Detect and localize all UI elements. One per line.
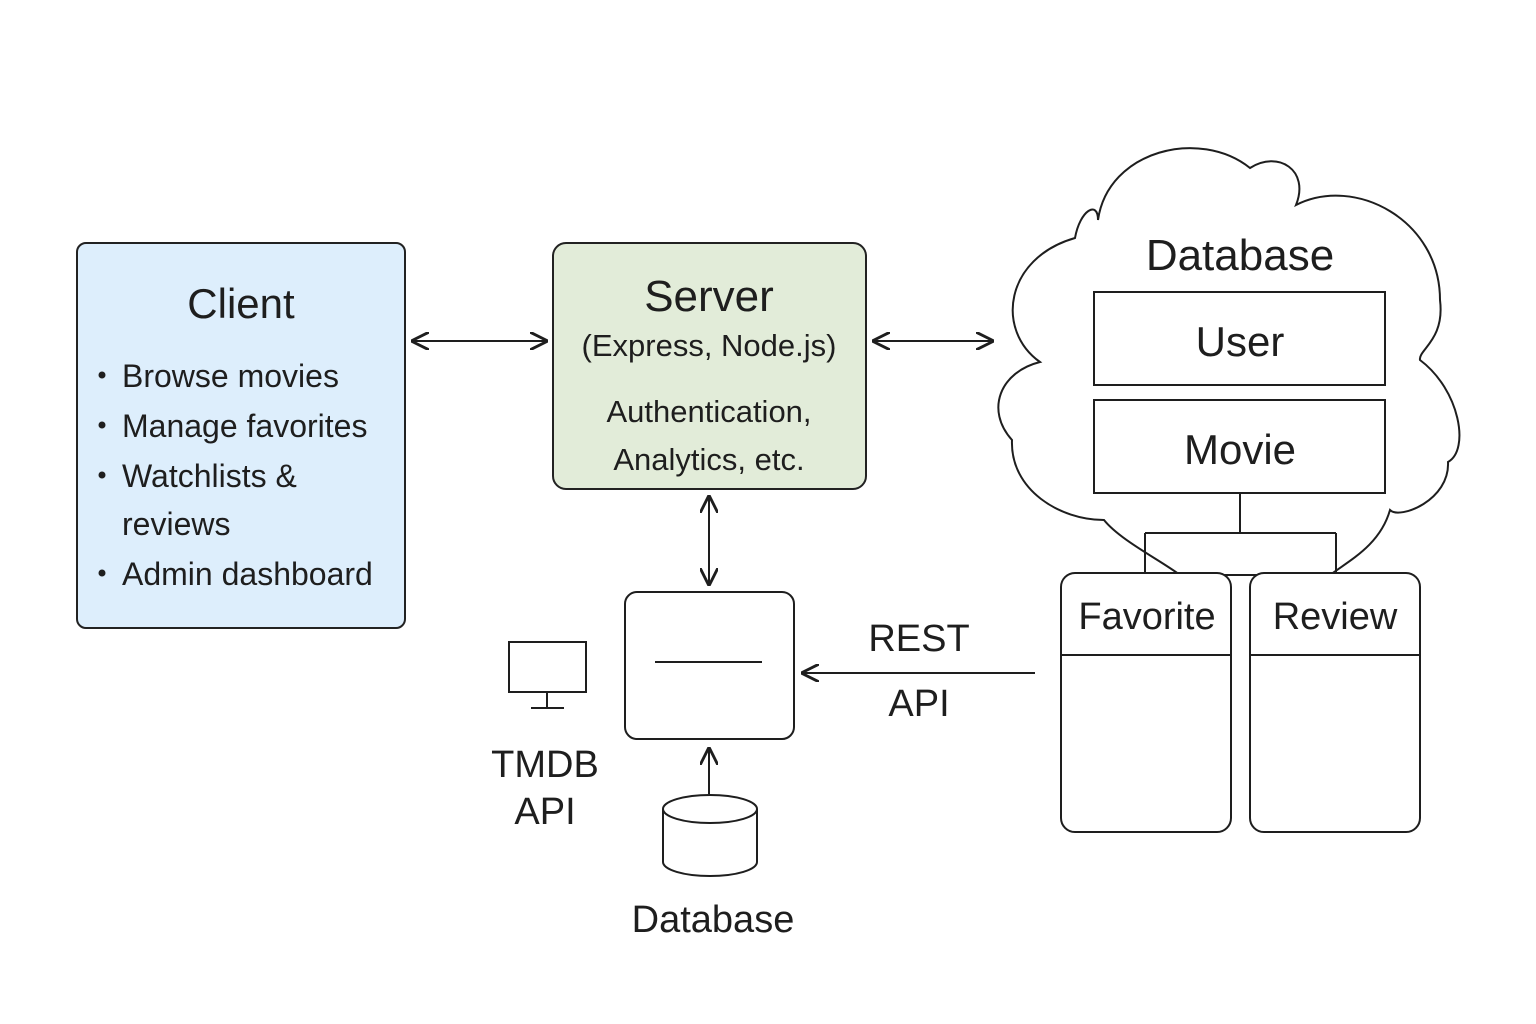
user-table-label: User <box>1196 318 1285 365</box>
bullet-icon <box>98 471 106 479</box>
movie-relations-connector <box>1144 493 1337 574</box>
rest-api-label-1: REST <box>868 618 969 660</box>
server-line-2: Analytics, etc. <box>613 442 804 477</box>
bullet-icon <box>98 421 106 429</box>
server-subtitle: (Express, Node.js) <box>582 328 837 363</box>
server-box: Server (Express, Node.js) Authentication… <box>552 242 867 490</box>
client-item-reviews: reviews <box>122 506 230 542</box>
client-box-bg <box>76 242 406 629</box>
rest-api-label-2: API <box>888 683 949 725</box>
cylinder-top <box>662 794 758 824</box>
client-item-admin: Admin dashboard <box>122 556 373 592</box>
favorite-table: Favorite <box>1060 572 1232 833</box>
client-item-browse: Browse movies <box>122 358 339 394</box>
client-item-watchlists: Watchlists & <box>122 458 297 494</box>
api-gateway-box <box>624 591 795 740</box>
tmdb-label-1: TMDB <box>491 744 599 786</box>
database-cylinder-icon <box>662 794 758 877</box>
favorite-table-label: Favorite <box>1078 596 1215 638</box>
review-table-box <box>1249 572 1421 833</box>
cylinder-body <box>662 809 758 877</box>
client-title: Client <box>187 280 295 327</box>
client-item-favorites: Manage favorites <box>122 408 367 444</box>
server-title: Server <box>644 272 774 321</box>
user-table <box>1093 291 1386 386</box>
monitor-screen <box>508 641 587 693</box>
client-box: Client Browse movies Manage favorites Wa… <box>76 242 406 629</box>
cloud-database: Database User Movie <box>997 147 1461 576</box>
tmdb-label-2: API <box>514 791 575 833</box>
bullet-icon <box>98 371 106 379</box>
monitor-icon <box>508 641 587 709</box>
cloud-database-title: Database <box>1146 231 1334 280</box>
review-table-label: Review <box>1273 596 1398 638</box>
server-line-1: Authentication, <box>606 394 811 429</box>
favorite-table-box <box>1060 572 1232 833</box>
server-box-bg <box>552 242 867 490</box>
bullet-icon <box>98 569 106 577</box>
review-table: Review <box>1249 572 1421 833</box>
api-gateway-box-bg <box>624 591 795 740</box>
local-database-label: Database <box>632 899 795 941</box>
movie-table-label: Movie <box>1184 426 1296 473</box>
client-feature-list: Browse movies Manage favorites Watchlist… <box>98 358 373 592</box>
